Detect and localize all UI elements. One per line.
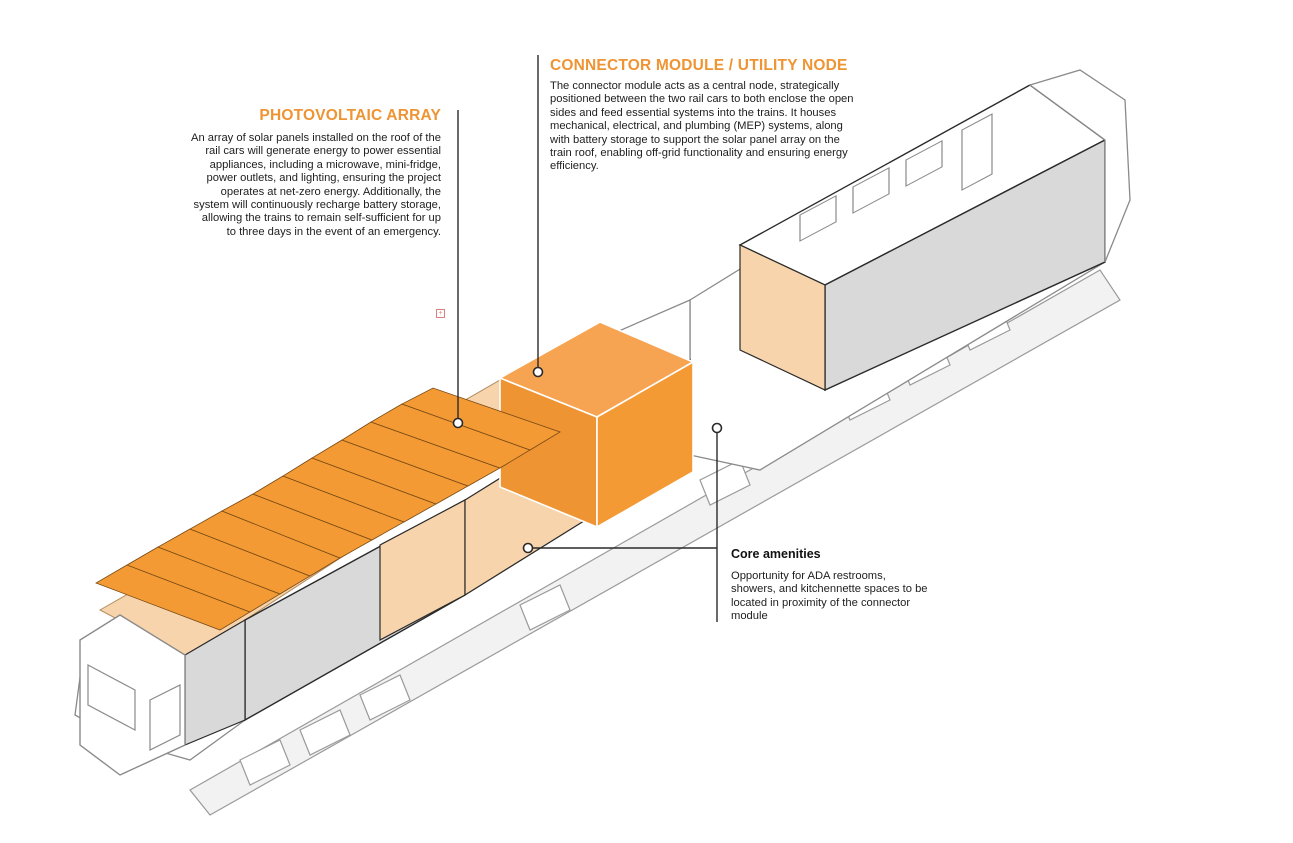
callout-leaders (457, 55, 718, 622)
rear-rail-car (689, 69, 1131, 471)
expand-marker-icon[interactable]: + (436, 309, 445, 318)
connector-module-description: The connector module acts as a central n… (550, 80, 854, 173)
connector-module-cube (498, 321, 695, 529)
solar-panel-array (95, 387, 561, 631)
callout-dots (452, 366, 723, 554)
photovoltaic-array-title: PHOTOVOLTAIC ARRAY (259, 107, 441, 124)
photovoltaic-array-description: An array of solar panels installed on th… (190, 132, 441, 238)
core-amenities-title: Core amenities (731, 547, 821, 561)
connector-module-title: CONNECTOR MODULE / UTILITY NODE (550, 57, 848, 74)
core-amenities-description: Opportunity for ADA restrooms, showers, … (731, 570, 928, 623)
